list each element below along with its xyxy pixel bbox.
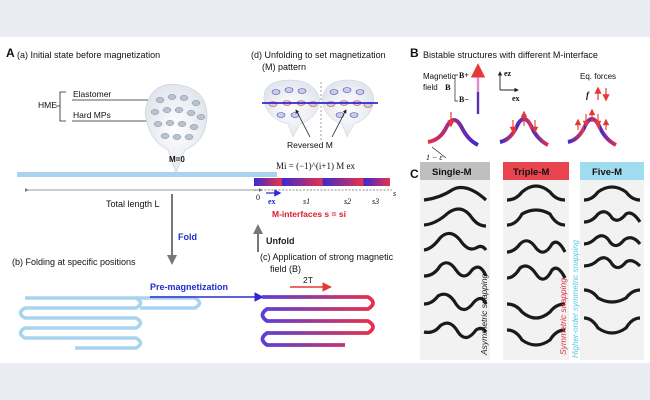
axis-ex: ex	[268, 197, 276, 206]
snapshots-single-m	[423, 186, 488, 340]
force-symbol: f	[586, 90, 590, 100]
header-triple-m	[503, 162, 569, 180]
panel-a-letter: A	[6, 46, 15, 60]
hme-label: HME	[38, 100, 57, 110]
panel-b-title: Bistable structures with different M-int…	[423, 50, 598, 60]
initial-beam	[17, 172, 277, 177]
eq-forces-label: Eq. forces	[580, 72, 616, 81]
b-symbol: B	[445, 82, 451, 92]
b-brace	[454, 74, 458, 102]
side-label-five-m: Higher-order symmetric snapping	[571, 239, 580, 358]
subpanel-d-title-line2: (M) pattern	[262, 62, 306, 72]
header-triple-m-label: Triple-M	[513, 167, 550, 178]
reversed-m-label: Reversed M	[287, 140, 333, 150]
magnetic-field-label-line1: Magnetic	[423, 72, 455, 81]
panel-a: A (a) Initial state before magnetization…	[6, 46, 396, 350]
subpanel-d-title-line1: (d) Unfolding to set magnetization	[251, 50, 386, 60]
panel-c-letter: C	[410, 167, 419, 181]
hard-mps-label: Hard MPs	[73, 110, 111, 120]
header-single-m-label: Single-M	[432, 167, 472, 178]
axis-s1: s1	[303, 197, 310, 206]
magnetization-formula: Mi = (−1)^(i+1) M ex	[276, 161, 355, 171]
subpanel-b-title: (b) Folding at specific positions	[12, 257, 136, 267]
magnetic-field-label-line2: field	[423, 83, 438, 92]
panel-b-letter: B	[410, 46, 419, 60]
snapshots-triple-m	[506, 184, 567, 347]
ez-label: ez	[504, 69, 512, 78]
length-label: 1 − ε	[426, 153, 443, 162]
m-zero-label: M=0	[169, 155, 185, 164]
unfold-label: Unfold	[266, 236, 295, 246]
subpanel-c-title-line1: (c) Application of strong magnetic	[260, 252, 394, 262]
reversed-m-pointer-right	[331, 109, 347, 138]
snapshots-five-m	[583, 185, 642, 335]
magnetization-pattern-bar	[254, 178, 390, 186]
side-label-single-m: Asymmetric snapping	[479, 273, 489, 356]
fold-label: Fold	[178, 232, 197, 242]
subpanel-a-title: (a) Initial state before magnetization	[17, 50, 160, 60]
b-minus: B−	[459, 95, 469, 104]
ex-label: ex	[512, 94, 520, 103]
folded-beam	[18, 296, 143, 350]
photo-column-triple-m	[503, 162, 569, 360]
total-length-label: Total length L	[106, 199, 160, 209]
axis-s2: s2	[344, 197, 351, 206]
hme-bracket	[56, 91, 66, 122]
axis-s3: s3	[372, 197, 379, 206]
side-label-triple-m: Symmetric snapping	[558, 278, 568, 355]
bump-single-m	[427, 118, 479, 147]
b-plus: B+	[459, 71, 469, 80]
length-tick	[431, 146, 447, 159]
field-strength-label: 2T	[303, 275, 313, 285]
panel-b: B Bistable structures with different M-i…	[410, 46, 617, 162]
subpanel-c-title-line2: field (B)	[270, 264, 301, 274]
header-five-m-label: Five-M	[592, 167, 622, 178]
m-interfaces-label: M-interfaces s = si	[272, 209, 346, 219]
hard-particles	[150, 94, 206, 140]
axis-s: s	[393, 189, 396, 198]
pre-magnetization-label: Pre-magnetization	[150, 282, 228, 292]
reversed-m-pointer-left	[295, 109, 311, 138]
header-single-m	[420, 162, 490, 180]
axis-zero: 0	[256, 193, 260, 202]
folded-beam-tail	[136, 296, 202, 310]
header-five-m	[580, 162, 644, 180]
magnified-material-blob	[144, 84, 208, 174]
elastomer-label: Elastomer	[73, 89, 111, 99]
magnetized-folded-beam	[260, 295, 375, 347]
panel-c: C Single-M Triple-M Five-M	[410, 162, 644, 360]
